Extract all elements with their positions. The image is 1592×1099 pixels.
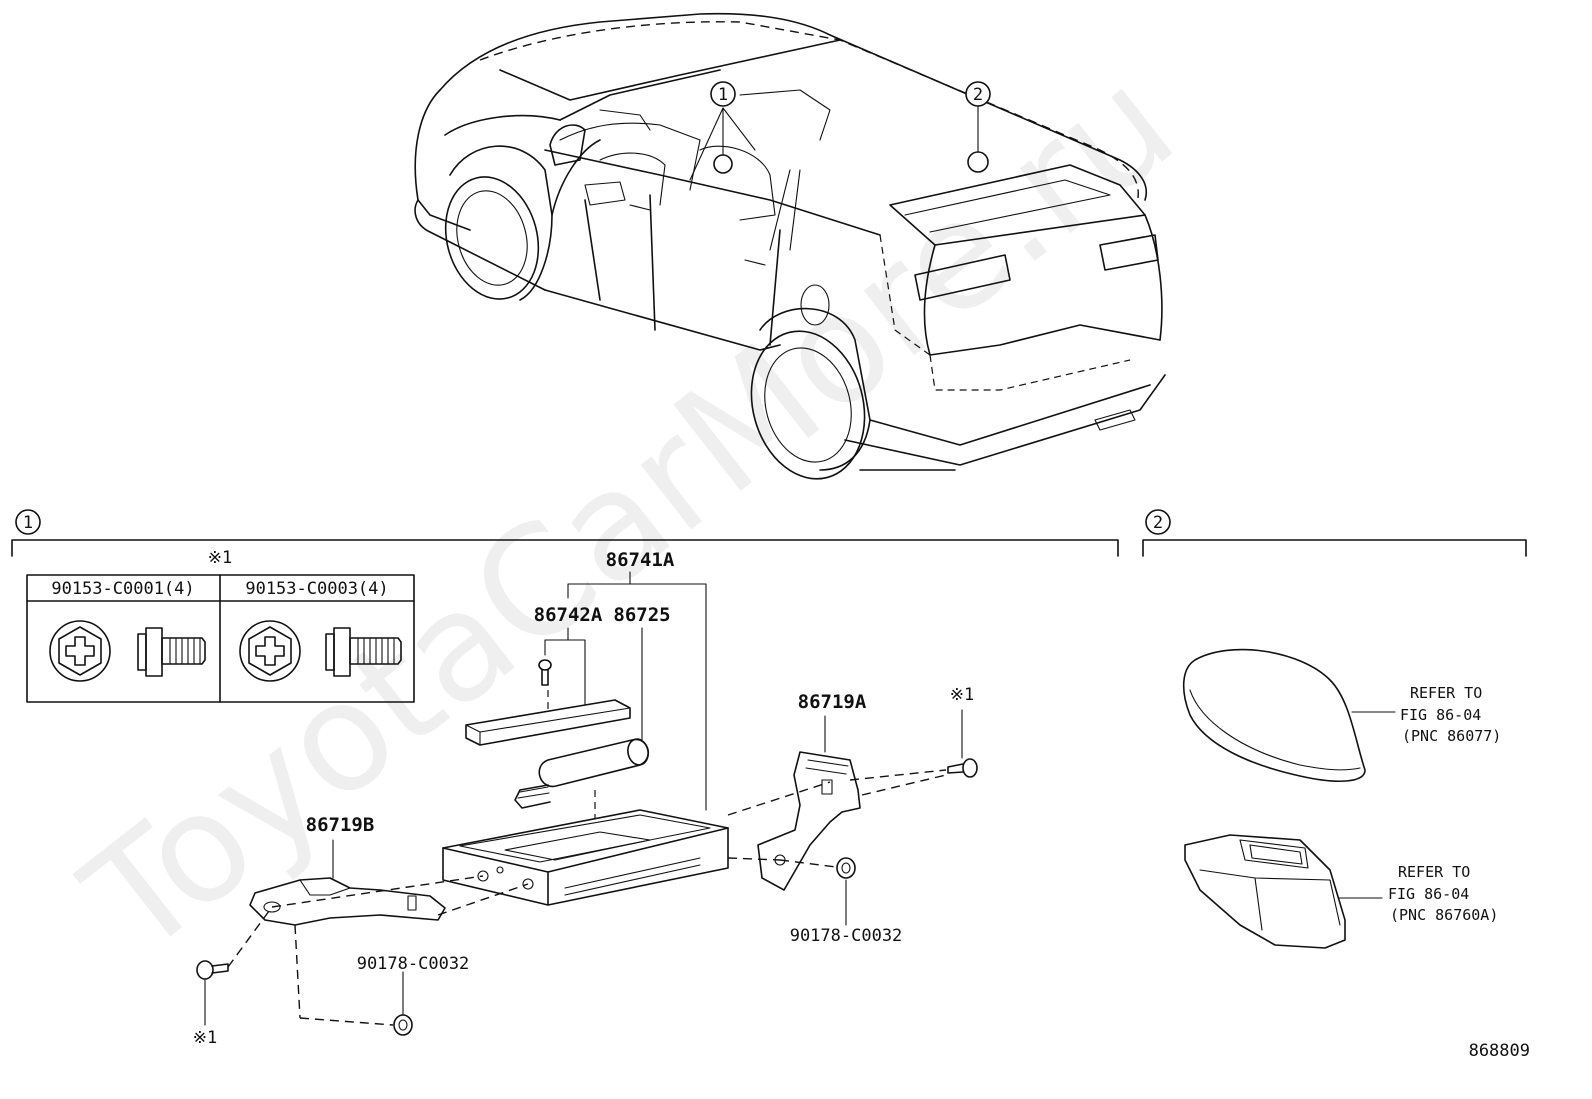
nut-icon: [836, 857, 856, 879]
cover-plate-icon: [465, 690, 631, 746]
part-label-86741A: 86741A: [606, 549, 675, 571]
section-1: 1 ※1 90153-C0001(4) 90153-C0003(4): [11, 509, 1119, 1048]
fastener-table-col2: 90153-C0003(4): [245, 579, 388, 599]
callout-circle-1: [710, 81, 736, 107]
refer2-line3: (PNC 86760A): [1390, 906, 1498, 924]
callout-2-label: 2: [973, 85, 983, 105]
part-label-90178-right: 90178-C0032: [790, 926, 903, 946]
bolt-head-icon: [239, 620, 301, 682]
part-label-86742A: 86742A: [534, 604, 603, 626]
vehicle-illustration: 1 2: [414, 12, 1166, 480]
nut-icon: [393, 1014, 413, 1036]
part-label-86719A: 86719A: [798, 691, 867, 713]
refer1-line3: (PNC 86077): [1402, 727, 1501, 745]
fastener-table: 90153-C0001(4) 90153-C0003(4): [26, 574, 415, 703]
leader-86741A: [567, 583, 707, 811]
refer2-line2: FIG 86-04: [1388, 885, 1469, 903]
assembly-dashed-lines: [227, 769, 947, 1026]
asterisk-left: ※1: [193, 1028, 217, 1048]
refer1-line1: REFER TO: [1410, 684, 1482, 702]
shark-fin-antenna-icon: [1182, 648, 1366, 782]
section-2-callout-circle: [1145, 509, 1171, 535]
figure-id: 868809: [1469, 1041, 1530, 1061]
section-1-bracket: [11, 539, 1119, 557]
part-label-86719B: 86719B: [306, 814, 375, 836]
flange-bolt-icon: [947, 758, 978, 778]
asterisk-right: ※1: [950, 685, 974, 705]
fastener-table-col1: 90153-C0001(4): [51, 579, 194, 599]
control-unit-box: [442, 809, 729, 906]
section-2-callout: 2: [1153, 513, 1163, 533]
section-1-callout: 1: [23, 513, 33, 533]
flange-bolt-icon: [196, 960, 229, 980]
callout-circle-2: [965, 81, 991, 107]
callout-1-label: 1: [718, 85, 728, 105]
bolt-side-icon: [325, 627, 402, 677]
part-label-90178-left: 90178-C0032: [357, 954, 470, 974]
table-asterisk-note: ※1: [208, 548, 232, 568]
bolt-head-icon: [49, 620, 111, 682]
part-label-86725: 86725: [613, 604, 670, 626]
bolt-side-icon: [137, 627, 206, 677]
refer2-line1: REFER TO: [1398, 863, 1470, 881]
antenna-module-icon: [1184, 834, 1346, 949]
section-2: 2 REFER TO FIG 86-04 (PNC 86077) REFER T…: [1142, 509, 1527, 949]
section-1-callout-circle: [15, 509, 41, 535]
leader-86742A: [544, 639, 586, 706]
refer1-line2: FIG 86-04: [1400, 706, 1481, 724]
screw-icon: [538, 659, 552, 686]
section-2-bracket: [1142, 539, 1527, 557]
